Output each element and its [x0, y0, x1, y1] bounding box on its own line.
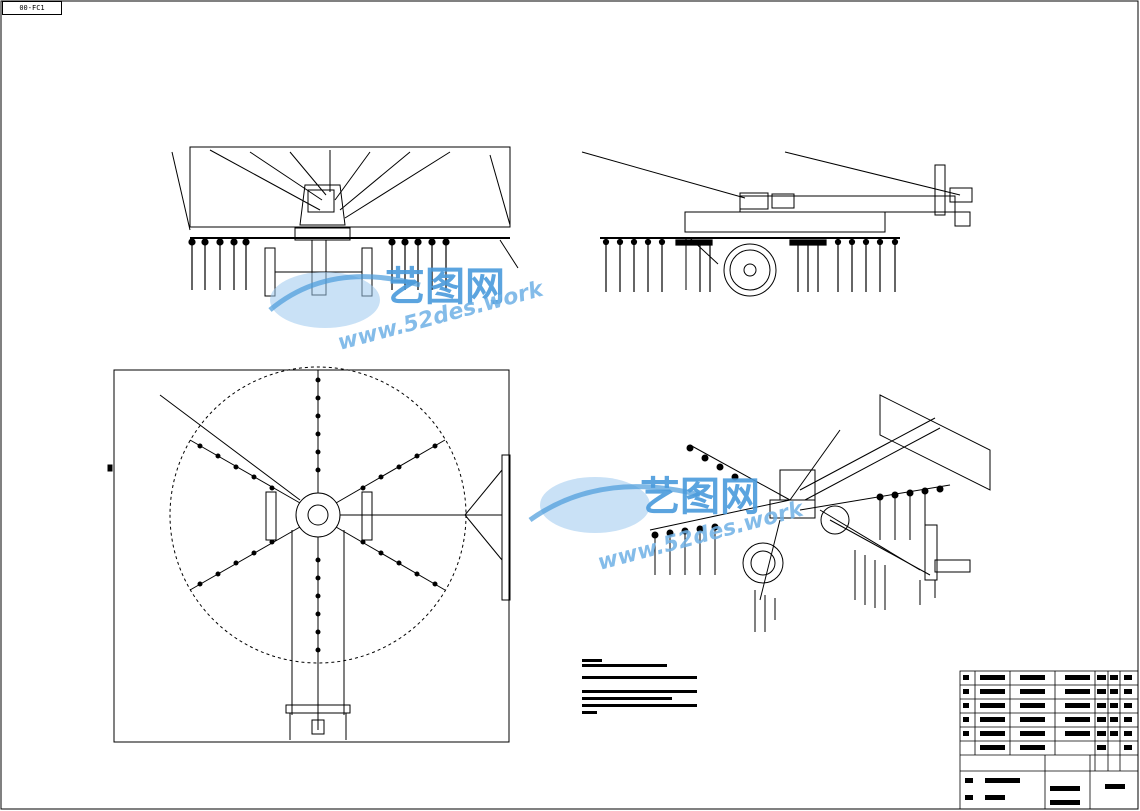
watermark-cn-text-1: 艺图网	[385, 264, 505, 310]
top-view-tines	[107, 377, 438, 653]
isometric-view	[649, 394, 991, 605]
watermark-logo-2: 艺图网 www.52des.work	[528, 474, 807, 576]
side-view-tines	[602, 238, 899, 292]
title-block	[959, 670, 1139, 810]
watermark-logo-1: 艺图网 www.52des.work	[268, 264, 547, 356]
top-view	[113, 366, 511, 743]
side-view	[581, 151, 973, 297]
front-view	[171, 146, 519, 297]
title-block-fills	[963, 675, 1132, 805]
isometric-view-tines	[651, 444, 944, 632]
technical-notes	[582, 659, 697, 714]
watermark-cn-text-2: 艺图网	[640, 474, 760, 520]
